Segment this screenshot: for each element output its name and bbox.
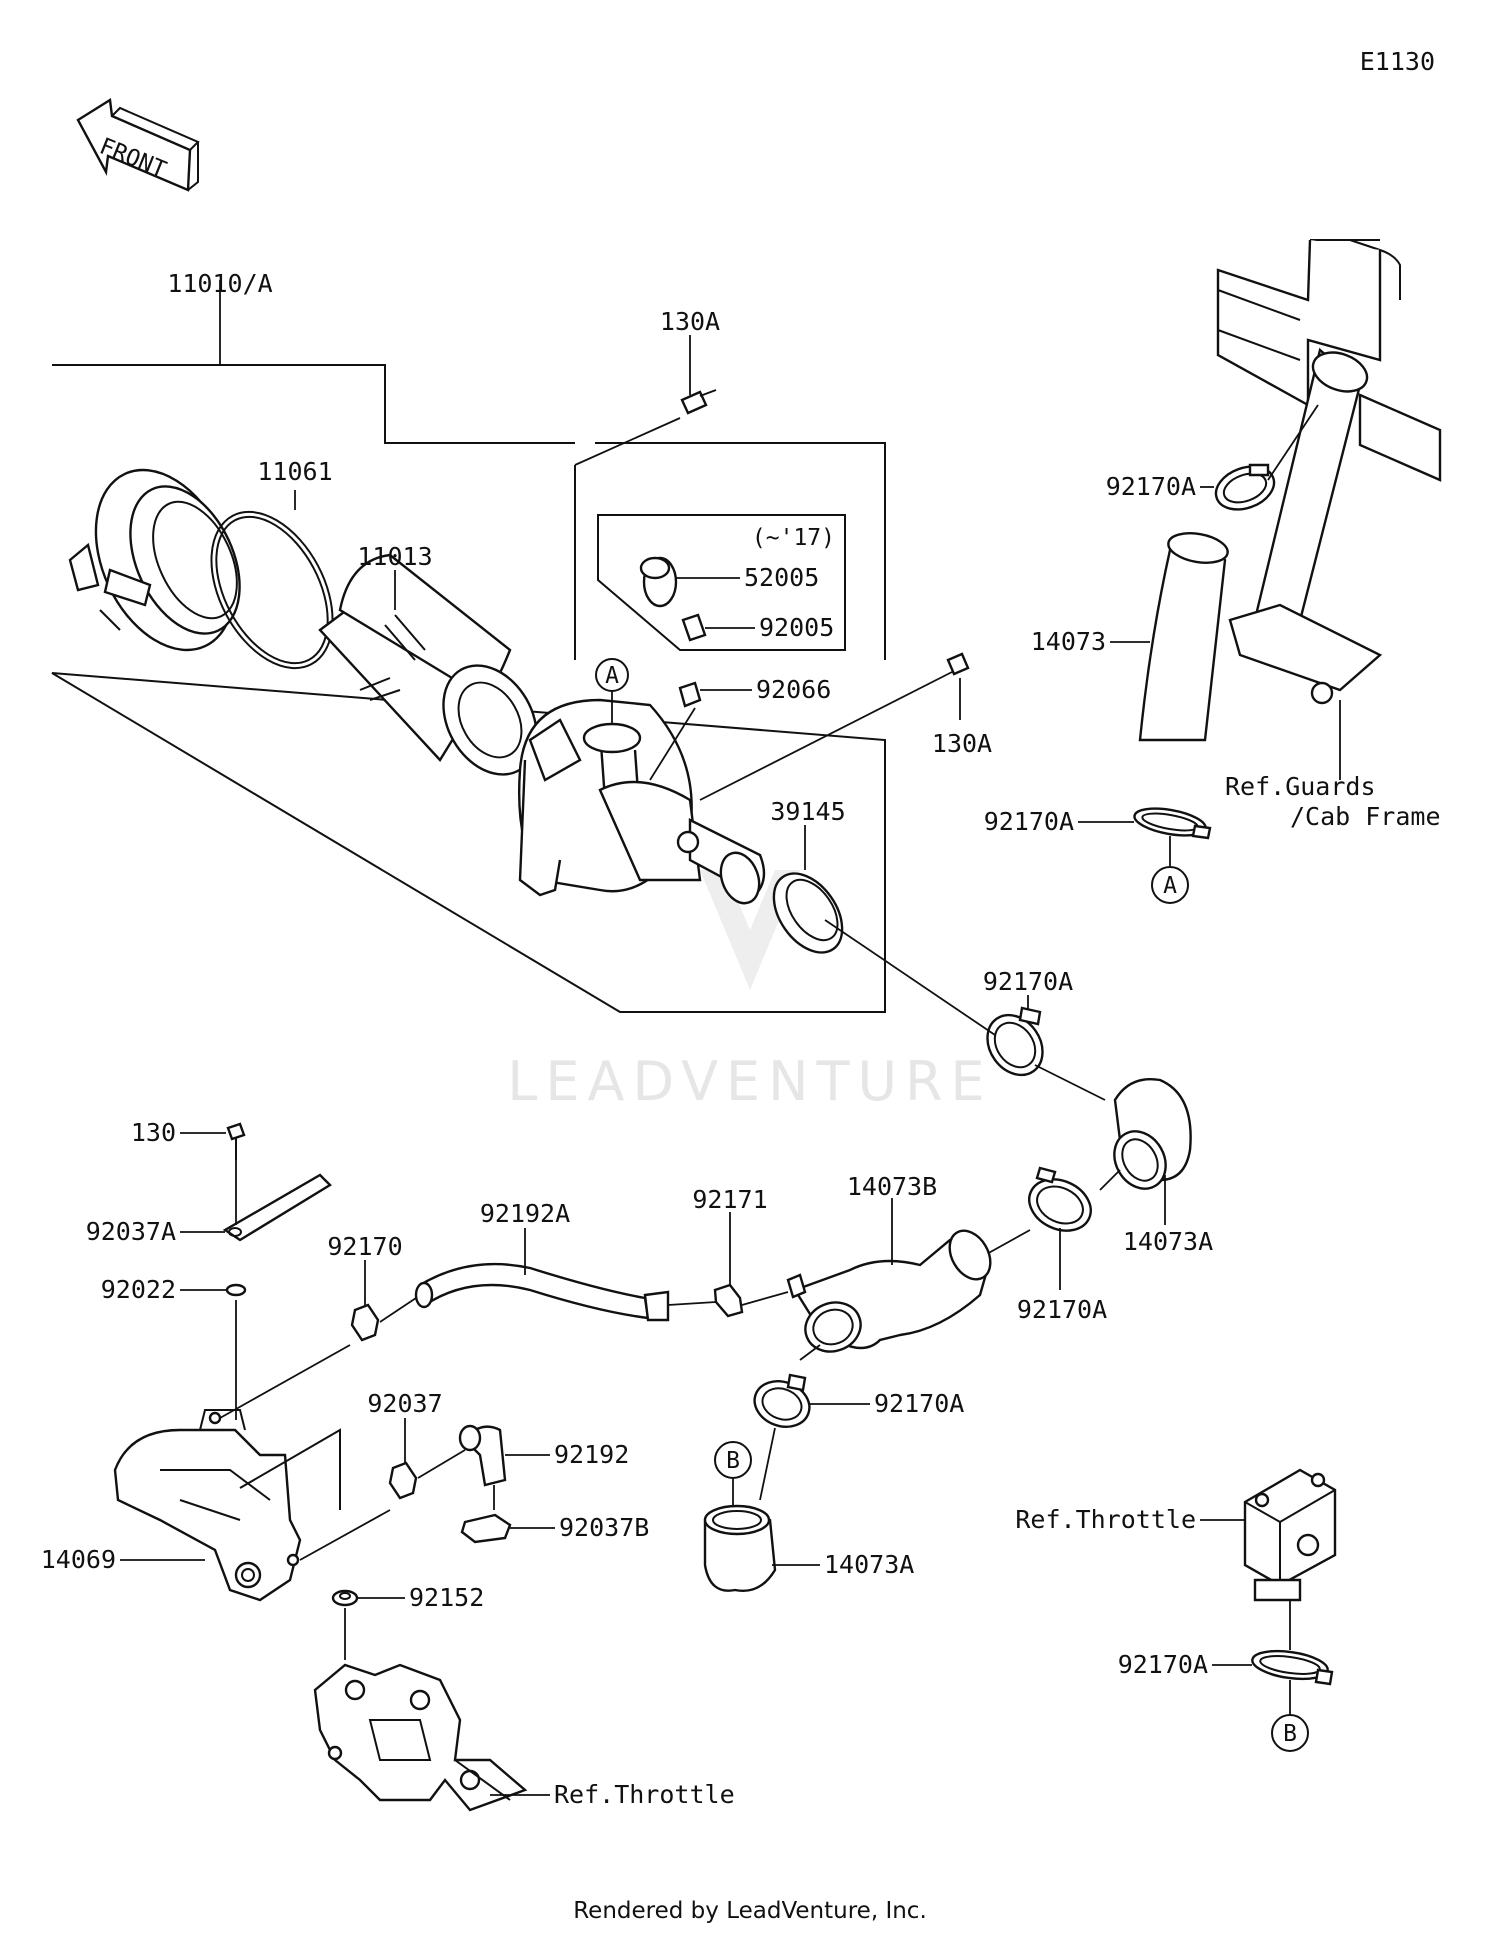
callout-92037b: 92037B (559, 1513, 649, 1542)
callout-14069: 14069 (41, 1545, 116, 1574)
watermark-text: LEADVENTURE (507, 1050, 992, 1113)
callout-92170a-4: 92170A (1017, 1295, 1107, 1324)
clamp-92037: 92037 (367, 1389, 466, 1500)
o-ring-11061: 11061 (210, 457, 334, 670)
version-note-box: (~'17) (597, 514, 846, 651)
fitting-92005: 92005 (681, 613, 834, 642)
elbow-14073a-bottom: 14073A (703, 1504, 914, 1592)
hose-92192a: 92192A (414, 1199, 670, 1322)
callout-14073: 14073 (1031, 627, 1106, 656)
callout-130a-right: 130A (932, 729, 992, 758)
callout-11013: 11013 (357, 542, 432, 571)
cab-frame-reference: Ref.Guards /Cab Frame (1216, 239, 1442, 831)
clamp-92170a-middle-bottom: 92170A (753, 1344, 964, 1501)
ref-guards-line2: /Cab Frame (1290, 802, 1441, 831)
callout-92152: 92152 (409, 1583, 484, 1612)
air-cleaner-cover (68, 468, 241, 652)
callout-92171: 92171 (692, 1185, 767, 1214)
clamp-92037b: 92037B (460, 1513, 649, 1544)
ring-39145: 39145 (770, 797, 846, 954)
callout-92192: 92192 (554, 1440, 629, 1469)
connector-b-label-1: B (726, 1448, 740, 1474)
callout-130a-top: 130A (660, 307, 720, 336)
callout-92192a: 92192A (480, 1199, 570, 1228)
callout-92170a-6: 92170A (1118, 1650, 1208, 1679)
diagram-code: E1130 (1360, 47, 1435, 76)
callout-92170a-2: 92170A (984, 807, 1074, 836)
callout-92170a-5: 92170A (874, 1389, 964, 1418)
throttle-body-reference-bottom: Ref.Throttle (313, 1663, 735, 1812)
watermark: LEADVENTURE (507, 870, 992, 1113)
callout-92037: 92037 (367, 1389, 442, 1418)
ref-throttle-bottom: Ref.Throttle (554, 1780, 735, 1809)
cap-52005: 52005 (639, 556, 819, 608)
callout-92170a-1: 92170A (1106, 472, 1196, 501)
ref-throttle-right: Ref.Throttle (1015, 1505, 1196, 1534)
bolt-130a-top: 130A (574, 307, 720, 466)
clamp-92170a-middle-right: 92170A (984, 807, 1212, 866)
callout-92066: 92066 (756, 675, 831, 704)
elbow-14073a-right: 14073A (1113, 1078, 1213, 1256)
callout-130: 130 (131, 1118, 176, 1147)
clamp-92171: 92171 (667, 1185, 789, 1318)
connector-b-right: B (1271, 1714, 1309, 1752)
connector-a-label-1: A (605, 663, 619, 689)
connector-a-label-2: A (1163, 873, 1177, 899)
callout-14073a-2: 14073A (824, 1550, 914, 1579)
callout-92170a-3: 92170A (983, 967, 1073, 996)
callout-92037a: 92037A (86, 1217, 176, 1246)
callout-11061: 11061 (257, 457, 332, 486)
callout-92005: 92005 (759, 613, 834, 642)
bracket-92037a: 92037A (86, 1160, 332, 1246)
duct-14073b: 14073B (786, 1172, 992, 1353)
duct-body-14069: 14069 (41, 1344, 391, 1602)
elbow-hose-92192: 92192 (458, 1424, 629, 1510)
clamp-92170a-center: 92170A (824, 919, 1106, 1101)
clamp-92170a-top-right: 92170A (1106, 404, 1319, 511)
grommet-92152: 92152 (331, 1583, 484, 1660)
callout-14073a-1: 14073A (1123, 1227, 1213, 1256)
air-cleaner-assembly-box: 11010/A (51, 269, 886, 1013)
washer-92022: 92022 (101, 1275, 247, 1420)
ref-guards-line1: Ref.Guards (1225, 772, 1376, 801)
footer-credit: Rendered by LeadVenture, Inc. (573, 1898, 927, 1924)
clamp-92170a-bottom-right: 92170A (1118, 1600, 1334, 1715)
callout-92170: 92170 (327, 1232, 402, 1261)
throttle-body-reference-right: Ref.Throttle (1015, 1468, 1337, 1602)
bolt-130a-right: 130A (699, 652, 992, 801)
air-filter-element-11013: 11013 (318, 542, 538, 776)
connector-a-right: A (1151, 866, 1189, 904)
callout-92022: 92022 (101, 1275, 176, 1304)
callout-14073b: 14073B (847, 1172, 937, 1201)
duct-14073: 14073 (1031, 532, 1229, 742)
connector-b-middle: B (714, 1441, 752, 1505)
air-cleaner-housing (517, 698, 766, 905)
bolt-130: 130 (131, 1118, 246, 1160)
version-note: (~'17) (752, 525, 835, 551)
callout-39145: 39145 (770, 797, 845, 826)
connector-a-housing: A (595, 658, 629, 724)
clamp-92170: 92170 (327, 1232, 417, 1342)
callout-11010a: 11010/A (167, 269, 272, 298)
connector-b-label-2: B (1283, 1721, 1297, 1747)
clamp-92170a-right-of-14073b: 92170A (984, 1166, 1121, 1324)
callout-52005: 52005 (744, 563, 819, 592)
fitting-92066: 92066 (649, 675, 831, 781)
front-arrow: FRONT (76, 97, 200, 192)
